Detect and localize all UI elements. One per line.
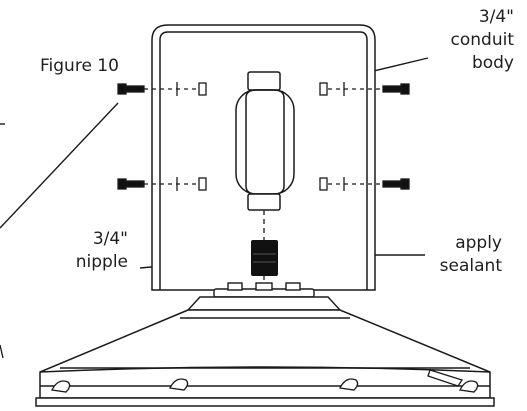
heater-reflector	[35, 309, 495, 407]
callout-conduit-body-line1: 3/4"	[478, 7, 514, 27]
bolt-top-right	[319, 82, 410, 96]
callout-sealant-line2: sealant	[439, 256, 502, 276]
figure-label: Figure 10	[40, 56, 119, 76]
bolt-top-left	[117, 82, 207, 96]
callout-nipple-line1: 3/4"	[92, 229, 128, 249]
bolt-bottom-right	[319, 177, 410, 191]
nipple	[251, 240, 278, 276]
callout-nipple-line2: nipple	[75, 252, 128, 272]
rim-clips	[51, 369, 479, 393]
callout-conduit-body: 3/4" conduit body	[420, 6, 514, 75]
callout-conduit-body-line2: conduit	[450, 30, 514, 50]
callout-conduit-body-line3: body	[471, 53, 514, 73]
leader-left-diagonal	[0, 102, 119, 229]
fasteners	[117, 82, 410, 191]
left-edge-mark	[0, 344, 4, 359]
bolt-bottom-left	[117, 177, 207, 191]
callout-sealant-line1: apply	[455, 233, 502, 253]
callout-nipple: 3/4" nipple	[58, 228, 128, 274]
conduit-body	[235, 71, 295, 211]
callout-sealant: apply sealant	[420, 232, 502, 278]
